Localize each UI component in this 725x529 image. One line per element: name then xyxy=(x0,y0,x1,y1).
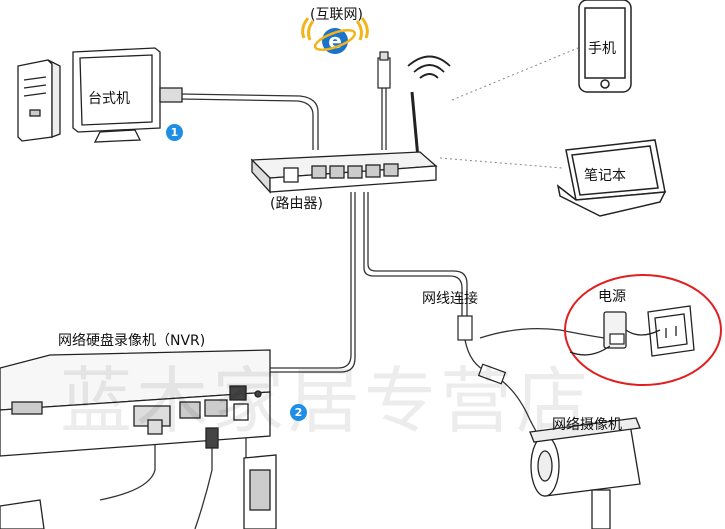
desktop-label: 台式机 xyxy=(88,91,130,107)
step-badge-2: 2 xyxy=(290,404,307,421)
wireless-link-phone xyxy=(451,47,579,101)
wireless-link-laptop xyxy=(439,157,563,169)
nvr-recorder xyxy=(0,349,271,457)
camera-cable-connectors xyxy=(457,315,625,385)
step-badge-1: 1 xyxy=(166,124,183,141)
cable-connect-label: 网线连接 xyxy=(422,291,478,307)
watermark: 蓝木家居专营店 xyxy=(60,359,593,443)
nvr-peripherals xyxy=(0,419,277,529)
camera-label: 网络摄像机 xyxy=(552,417,622,433)
internet-cable-plug xyxy=(377,51,391,89)
smartphone xyxy=(578,0,632,93)
power-label: 电源 xyxy=(598,289,626,305)
laptop-label: 笔记本 xyxy=(584,168,626,184)
phone-label: 手机 xyxy=(588,41,616,57)
power-highlight-circle xyxy=(564,274,722,386)
internet-explorer-icon: e xyxy=(301,17,369,54)
desktop-router-cable xyxy=(179,93,319,150)
network-camera xyxy=(529,417,641,529)
desktop-computer xyxy=(17,47,183,143)
wireless-waves xyxy=(407,55,451,79)
internet-label: (互联网) xyxy=(310,7,363,23)
nvr-label: 网络硬盘录像机（NVR) xyxy=(58,333,206,349)
router-label: (路由器) xyxy=(270,196,323,212)
laptop xyxy=(556,139,667,217)
router-camera-cable xyxy=(363,192,463,318)
router xyxy=(250,91,438,194)
